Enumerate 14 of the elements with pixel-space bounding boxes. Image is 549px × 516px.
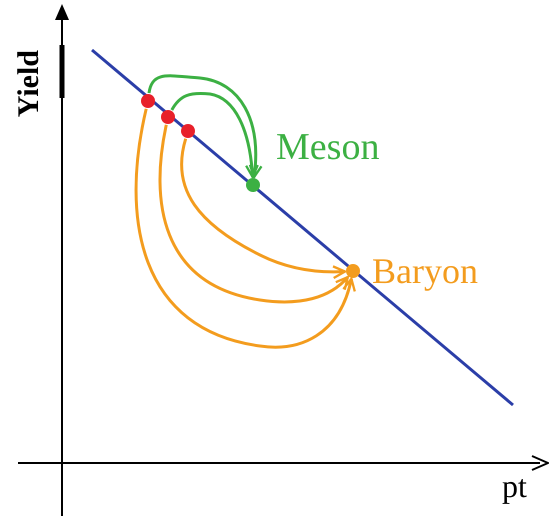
particle-label: Meson <box>276 128 380 166</box>
arrow <box>148 74 262 178</box>
axis-title: pt <box>502 470 527 502</box>
axis-title: Yield <box>14 50 44 118</box>
data-point <box>246 178 260 192</box>
arrow <box>180 138 346 279</box>
data-point <box>346 264 360 278</box>
arrow <box>134 108 356 348</box>
data-point <box>181 124 195 138</box>
arrow <box>170 92 259 178</box>
data-point <box>141 94 155 108</box>
arrow <box>158 124 349 304</box>
data-point <box>161 110 175 124</box>
particle-label: Baryon <box>372 253 478 289</box>
